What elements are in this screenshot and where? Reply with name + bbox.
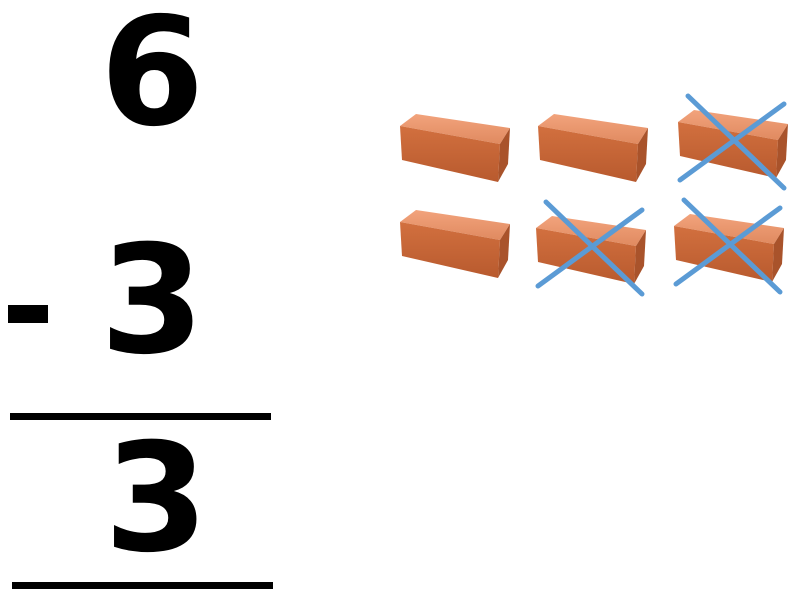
brick-crossed-out [678,96,788,188]
brick [400,114,510,182]
brick-crossed-out [536,202,646,294]
brick [538,114,648,182]
brick [400,210,510,278]
brick-crossed-out [674,200,784,292]
